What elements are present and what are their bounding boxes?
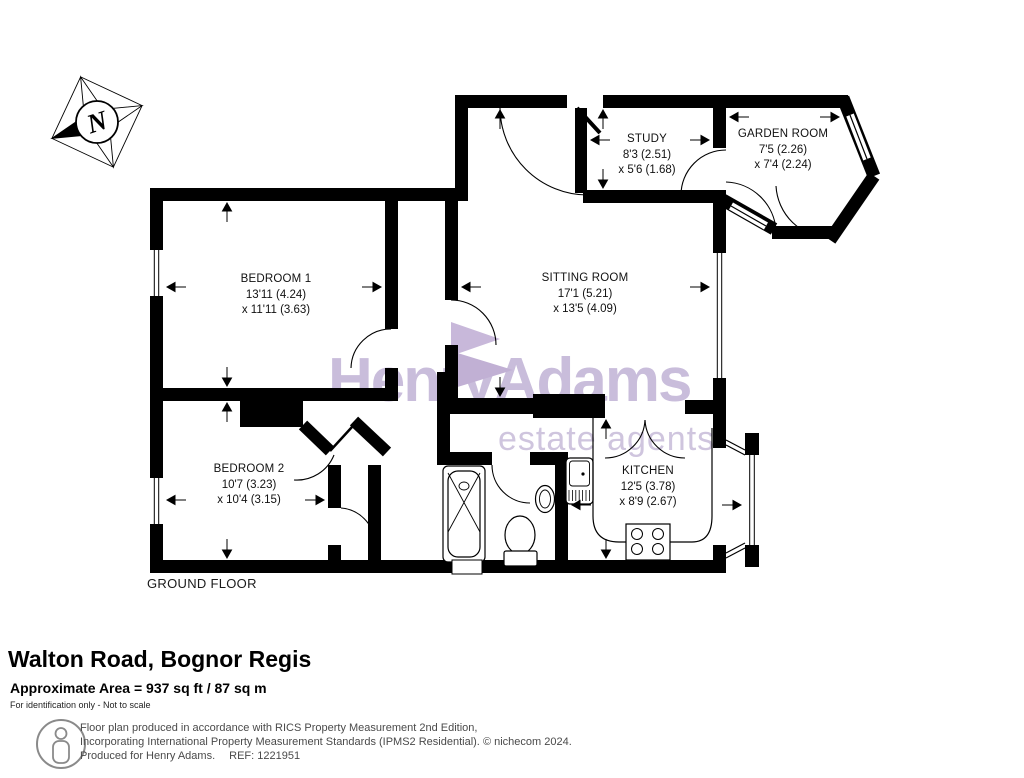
floor-label: GROUND FLOOR — [147, 576, 257, 591]
approximate-area-text: Approximate Area = 937 sq ft / 87 sq m — [10, 680, 267, 696]
compass-rose-north-icon: N — [50, 75, 144, 169]
kitchen-sink-icon — [565, 457, 594, 505]
room-label-study: STUDY 8'3 (2.51) x 5'6 (1.68) — [618, 133, 676, 177]
disclaimer-text: For identification only - Not to scale — [10, 700, 151, 710]
property-address-title: Walton Road, Bognor Regis — [8, 646, 312, 672]
basin-icon — [534, 484, 556, 514]
measure-arrows — [165, 108, 841, 560]
fixtures — [442, 418, 713, 575]
room-label-bedroom-1: BEDROOM 1 13'11 (4.24) x 11'11 (3.63) — [240, 273, 312, 317]
room-label-bedroom-2: BEDROOM 2 10'7 (3.23) x 10'4 (3.15) — [213, 463, 285, 507]
footer-legal-text: Floor plan produced in accordance with R… — [80, 722, 572, 763]
doors — [293, 106, 831, 543]
room-label-garden-room: GARDEN ROOM 7'5 (2.26) x 7'4 (2.24) — [737, 128, 829, 172]
toilet-icon — [503, 515, 538, 567]
double-triangle-logo-icon — [451, 322, 513, 389]
bathtub-shower-icon — [442, 465, 486, 575]
person-outline-icon — [36, 719, 86, 769]
walls — [150, 95, 881, 573]
windows — [150, 113, 871, 559]
hob-icon — [625, 523, 671, 561]
room-label-kitchen: KITCHEN 12'5 (3.78) x 8'9 (2.67) — [619, 465, 677, 509]
room-label-sitting-room: SITTING ROOM 17'1 (5.21) x 13'5 (4.09) — [541, 272, 629, 316]
